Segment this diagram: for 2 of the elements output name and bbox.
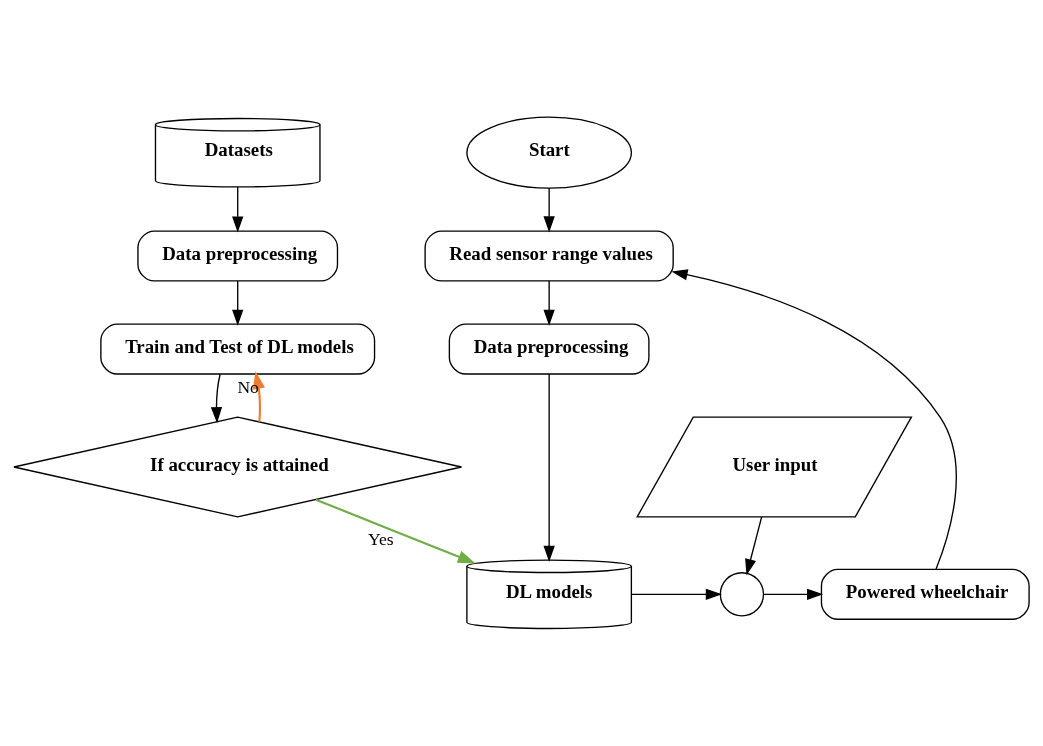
edge-label: No <box>237 376 259 397</box>
edge-label: Yes <box>368 529 394 550</box>
